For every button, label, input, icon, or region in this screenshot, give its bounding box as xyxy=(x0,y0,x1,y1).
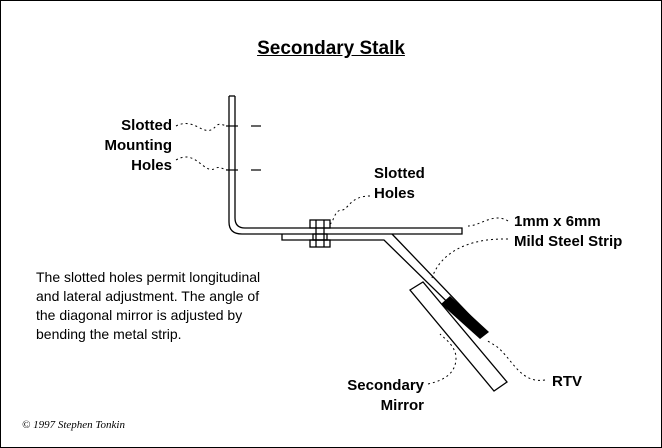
label-line: Mirror xyxy=(380,397,424,414)
diagram-title: Secondary Stalk xyxy=(257,38,405,59)
leader-slotted-holes xyxy=(329,195,371,225)
leader-rtv xyxy=(485,339,546,381)
label-line: Holes xyxy=(374,185,415,202)
label-line: Mild Steel Strip xyxy=(514,233,623,250)
leader-mirror xyxy=(427,333,457,385)
copyright: © 1997 Stephen Tonkin xyxy=(22,419,125,431)
label-slotted-holes: Slotted Holes xyxy=(374,164,425,204)
label-secondary-mirror: Secondary Mirror xyxy=(336,376,424,416)
leader-mounting-bottom xyxy=(175,156,229,171)
label-line: Mounting xyxy=(104,137,172,154)
rtv-blob xyxy=(441,296,489,339)
label-steel-strip: 1mm x 6mm Mild Steel Strip xyxy=(514,212,622,252)
horizontal-arm xyxy=(296,227,463,235)
vertical-bracket xyxy=(228,96,296,235)
label-line: Holes xyxy=(131,157,172,174)
label-line: Slotted xyxy=(374,165,425,182)
label-line: Slotted xyxy=(121,117,172,134)
label-slotted-mounting-holes: Slotted Mounting Holes xyxy=(104,116,172,176)
bolt-head xyxy=(309,219,331,229)
explanation-note: The slotted holes permit longitudinal an… xyxy=(36,269,261,342)
label-line: 1mm x 6mm xyxy=(514,213,601,230)
label-rtv: RTV xyxy=(552,373,582,390)
bolt-nut xyxy=(309,239,331,248)
leader-mounting-top xyxy=(175,123,229,131)
secondary-mirror xyxy=(409,281,508,392)
leader-strip-top xyxy=(467,217,509,227)
label-line: Secondary xyxy=(347,377,424,394)
leader-strip-bottom xyxy=(431,238,509,279)
